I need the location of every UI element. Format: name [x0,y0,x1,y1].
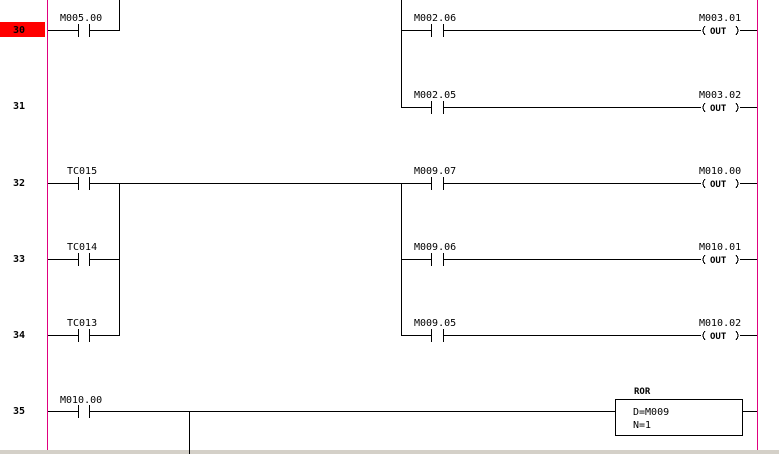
ror-function-block[interactable]: ROR D=M009 N=1 [615,387,743,436]
rung-32[interactable]: TC015 M009.07 OUT M010.00 [48,166,757,190]
row-number-30[interactable]: 30 [13,25,25,36]
coil-address: M003.01 [699,13,741,24]
contact-label: TC014 [67,242,97,253]
coil-type-label: OUT [710,332,727,342]
rung-31[interactable]: M002.05 OUT M003.02 [401,90,757,114]
contact-label: M002.05 [414,90,456,101]
bottom-scroll-strip[interactable] [0,450,779,454]
coil-address: M010.01 [699,242,741,253]
rung-35[interactable]: M010.00 ROR D=M009 N=1 [48,387,757,454]
normally-open-contact-icon[interactable] [431,101,444,114]
output-coil-icon[interactable]: OUT [702,254,739,266]
normally-open-contact-icon[interactable] [78,405,90,418]
block-title: ROR [634,387,651,397]
row-number-35[interactable]: 35 [13,406,25,417]
output-coil-icon[interactable]: OUT [702,25,739,37]
block-param: D=M009 [633,407,669,418]
coil-type-label: OUT [710,180,727,190]
rung-34[interactable]: TC013 M009.05 OUT M010.02 [48,318,757,342]
output-coil-icon[interactable]: OUT [702,178,739,190]
coil-type-label: OUT [710,256,727,266]
selected-row-highlight[interactable] [0,22,45,37]
normally-open-contact-icon[interactable] [78,329,90,342]
coil-type-label: OUT [710,27,727,37]
contact-label: M009.07 [414,166,456,177]
normally-open-contact-icon[interactable] [431,24,444,37]
row-number-gutter: 30 31 32 33 34 35 [0,22,45,417]
coil-address: M003.02 [699,90,741,101]
coil-address: M010.00 [699,166,741,177]
row-number-31[interactable]: 31 [13,101,25,112]
block-param: N=1 [633,420,651,431]
row-number-34[interactable]: 34 [13,330,25,341]
normally-open-contact-icon[interactable] [431,177,444,190]
rung-33[interactable]: TC014 M009.06 OUT M010.01 [48,242,757,266]
contact-label: M010.00 [60,395,102,406]
output-coil-icon[interactable]: OUT [702,330,739,342]
row-number-33[interactable]: 33 [13,254,25,265]
coil-address: M010.02 [699,318,741,329]
normally-open-contact-icon[interactable] [78,253,90,266]
contact-label: TC013 [67,318,97,329]
contact-label: TC015 [67,166,97,177]
contact-label: M005.00 [60,13,102,24]
normally-open-contact-icon[interactable] [431,253,444,266]
contact-label: M009.06 [414,242,456,253]
output-coil-icon[interactable]: OUT [702,102,739,114]
normally-open-contact-icon[interactable] [78,24,90,37]
coil-type-label: OUT [710,104,727,114]
rung-30[interactable]: M005.00 M002.06 OUT M003.01 [48,0,757,108]
contact-label: M002.06 [414,13,456,24]
normally-open-contact-icon[interactable] [78,177,90,190]
contact-label: M009.05 [414,318,456,329]
row-number-32[interactable]: 32 [13,178,25,189]
normally-open-contact-icon[interactable] [431,329,444,342]
